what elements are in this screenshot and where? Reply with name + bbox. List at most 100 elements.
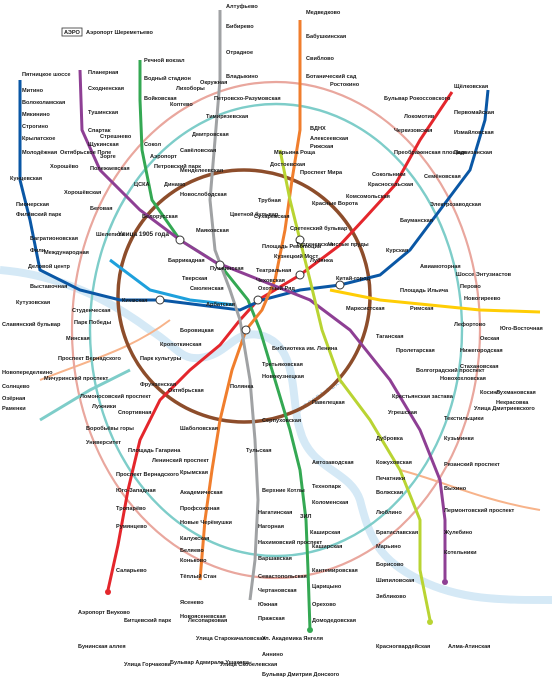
station-label: Битцевский парк	[124, 617, 171, 624]
station-label: Котельники	[444, 550, 477, 556]
station-label: Улица Старокачаловская	[196, 636, 266, 642]
station-label: Нахимовский проспект	[258, 539, 322, 546]
line-4	[109, 258, 236, 307]
station-label: Электрозаводская	[430, 202, 481, 208]
station-label: Волоколамская	[22, 100, 65, 106]
station-label: ВДНХ	[310, 126, 326, 132]
station-label: Волжская	[376, 490, 403, 496]
station-label: Марьино	[376, 544, 402, 550]
station-label: Авиамоторная	[420, 264, 461, 270]
station-label: Шаболовская	[180, 425, 218, 432]
station-label: Щукинская	[88, 142, 119, 148]
station-label: Шелепиха	[96, 232, 125, 238]
station-label: Боровицкая	[180, 328, 214, 334]
station-label: Тургеневская	[296, 242, 333, 248]
station-label: Тульская	[246, 448, 272, 454]
station-label: Театральная	[256, 268, 291, 274]
station-label: Марксистская	[346, 306, 385, 312]
station-label: Нагатинская	[258, 510, 292, 516]
station-label: Алексеевская	[310, 136, 348, 142]
station-label: Трубная	[258, 197, 281, 204]
line-end-marker	[105, 589, 111, 595]
station-label: Печатники	[376, 476, 406, 482]
station-label: Ростокино	[330, 82, 360, 88]
station-label: Зорге	[100, 154, 116, 160]
line-9	[208, 10, 260, 601]
station-label: Крылатское	[22, 136, 55, 142]
station-label: Семёновская	[424, 174, 461, 180]
station-label: Лихоборы	[176, 85, 205, 92]
station-label: Ул. Академика Янгеля	[262, 636, 323, 642]
interchange	[295, 270, 305, 280]
big-circle-line	[88, 102, 464, 558]
station-label: Бунинская аллея	[78, 644, 126, 650]
station-label: Площадь Ильича	[400, 288, 449, 294]
station-label: Волгоградский проспект	[416, 367, 485, 374]
station-label: Шоссе Энтузиастов	[456, 272, 512, 278]
station-label: Парк культуры	[140, 356, 182, 362]
station-label: Академическая	[180, 490, 223, 496]
station-label: Маяковская	[196, 228, 229, 234]
station-label: Озёрная	[2, 396, 25, 402]
station-label: Южная	[258, 602, 278, 608]
mcd-line	[399, 469, 541, 511]
station-label: Бульвар Рокоссовского	[384, 96, 451, 102]
station-label: Сокольники	[372, 172, 406, 178]
interchange	[215, 260, 225, 270]
station-label: Тёплый Стан	[180, 573, 217, 580]
station-label: Сретенский бульвар	[290, 225, 348, 232]
station-label: Тимирязевская	[206, 114, 248, 120]
station-label: Белорусская	[142, 214, 178, 220]
station-label: Аэропорт Внуково	[78, 610, 130, 616]
station-label: Речной вокзал	[144, 57, 185, 64]
station-label: Севастопольская	[258, 574, 307, 580]
river	[0, 266, 552, 604]
station-label: Китай-город	[336, 275, 370, 282]
station-label: Мякинино	[22, 112, 50, 118]
station-label: Полежаевская	[90, 166, 130, 172]
station-label: Каширская	[312, 544, 342, 550]
station-label: Славянский бульвар	[2, 321, 61, 328]
station-label: Косино	[480, 390, 501, 396]
station-label: Угрешская	[388, 410, 417, 416]
station-label: Ломоносовский проспект	[80, 393, 151, 400]
station-label: Петровский парк	[154, 163, 201, 170]
line-end-marker	[307, 627, 313, 633]
legend-code: АЭРО	[64, 30, 81, 36]
station-label: Крымская	[180, 470, 208, 476]
station-label: Ленинский проспект	[152, 457, 209, 464]
station-label: Библиотека им. Ленина	[272, 345, 338, 352]
legend-label: Аэропорт Шереметьево	[86, 30, 153, 36]
station-label: Строгино	[22, 124, 49, 130]
line-3	[18, 80, 490, 312]
station-label: Улица Горчакова	[124, 662, 172, 668]
station-label: Достоевская	[270, 162, 305, 168]
station-label: Домодедовская	[312, 618, 356, 624]
station-label: Некрасовка	[496, 400, 529, 406]
station-label: Бауманская	[400, 218, 433, 224]
station-label: Ясенево	[180, 600, 204, 606]
station-label: Ботанический сад	[306, 73, 357, 80]
station-label: Выставочная	[30, 284, 67, 290]
station-label: Кузьминки	[444, 436, 474, 442]
interchange	[155, 295, 165, 305]
station-label: Бабушкинская	[306, 33, 346, 40]
interchange	[295, 235, 305, 245]
station-label: Измайловская	[454, 129, 494, 136]
station-label: Спартак	[88, 128, 111, 134]
mcd-line	[39, 319, 171, 381]
interchange	[241, 325, 251, 335]
station-label: Проспект Мира	[300, 170, 343, 176]
station-label: Планерная	[88, 70, 118, 76]
station-label: Крестьянская застава	[392, 394, 454, 400]
station-label: Автозаводская	[312, 460, 354, 466]
station-label: Отрадное	[226, 50, 253, 56]
station-label: Черкизовская	[394, 128, 432, 134]
station-label: Охотный Ряд	[258, 285, 295, 292]
station-label: Октябрьская	[168, 387, 204, 394]
station-label: Пражская	[258, 616, 285, 622]
station-label: Жулебино	[443, 529, 473, 536]
station-label: Новослободская	[180, 191, 227, 198]
station-label: Нижегородская	[460, 348, 503, 354]
